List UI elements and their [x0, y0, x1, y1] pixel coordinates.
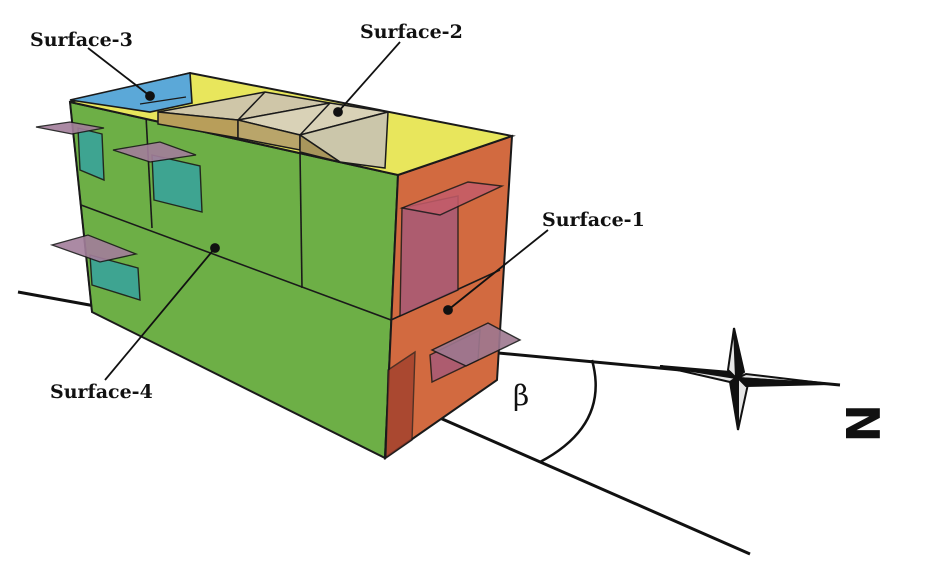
roof-openings — [157, 91, 389, 169]
surface-4-shading-devices — [35, 121, 197, 263]
surface-1-windows — [385, 181, 522, 460]
shading-device — [399, 181, 505, 216]
compass-rose-icon — [659, 327, 831, 431]
window-glass — [89, 254, 141, 301]
angle-arc — [539, 359, 597, 464]
shading-device — [430, 322, 522, 367]
facade-normal-line — [439, 416, 751, 556]
leader-lines — [87, 41, 549, 381]
door — [385, 350, 416, 460]
surface-3-label: Surface-3 — [30, 29, 133, 51]
north-letter: N — [835, 404, 889, 443]
west-axis-line — [17, 290, 96, 308]
surface-1-label: Surface-1 — [542, 209, 645, 231]
window-glass — [151, 154, 203, 213]
surface-4-label: Surface-4 — [50, 381, 153, 403]
angle-beta-label: β — [513, 379, 529, 412]
surface-3-roof — [69, 72, 193, 113]
surface-2-label: Surface-2 — [360, 21, 463, 43]
surface-4-divisions — [69, 101, 392, 321]
surface-4-windows — [77, 127, 203, 301]
window-glass — [77, 127, 105, 182]
